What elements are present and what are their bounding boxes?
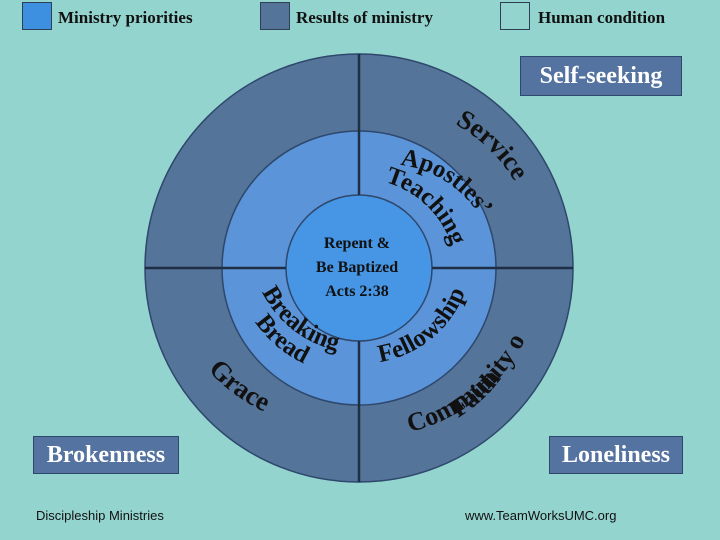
brokenness-box: Brokenness — [33, 436, 179, 474]
center-line-3: Acts 2:38 — [325, 283, 389, 300]
legend-swatch-ministry-priorities — [22, 2, 52, 30]
legend-swatch-human-condition — [500, 2, 530, 30]
legend-label-results-of-ministry: Results of ministry — [296, 8, 433, 27]
footer-left: Discipleship Ministries — [36, 508, 164, 523]
legend-swatch-results-of-ministry — [260, 2, 290, 30]
center-line-2: Be Baptized — [316, 259, 398, 276]
footer-right: www.TeamWorksUMC.org — [465, 508, 617, 523]
center-line-1: Repent & — [324, 235, 390, 252]
self-seeking-box: Self-seeking — [520, 56, 682, 96]
legend-label-ministry-priorities: Ministry priorities — [58, 8, 193, 27]
legend-results-of-ministry: Results of ministry — [260, 2, 470, 32]
legend-human-condition: Human condition — [498, 2, 708, 32]
legend-ministry-priorities: Ministry priorities — [18, 2, 228, 32]
loneliness-box: Loneliness — [549, 436, 683, 474]
legend-label-human-condition: Human condition — [538, 8, 666, 27]
